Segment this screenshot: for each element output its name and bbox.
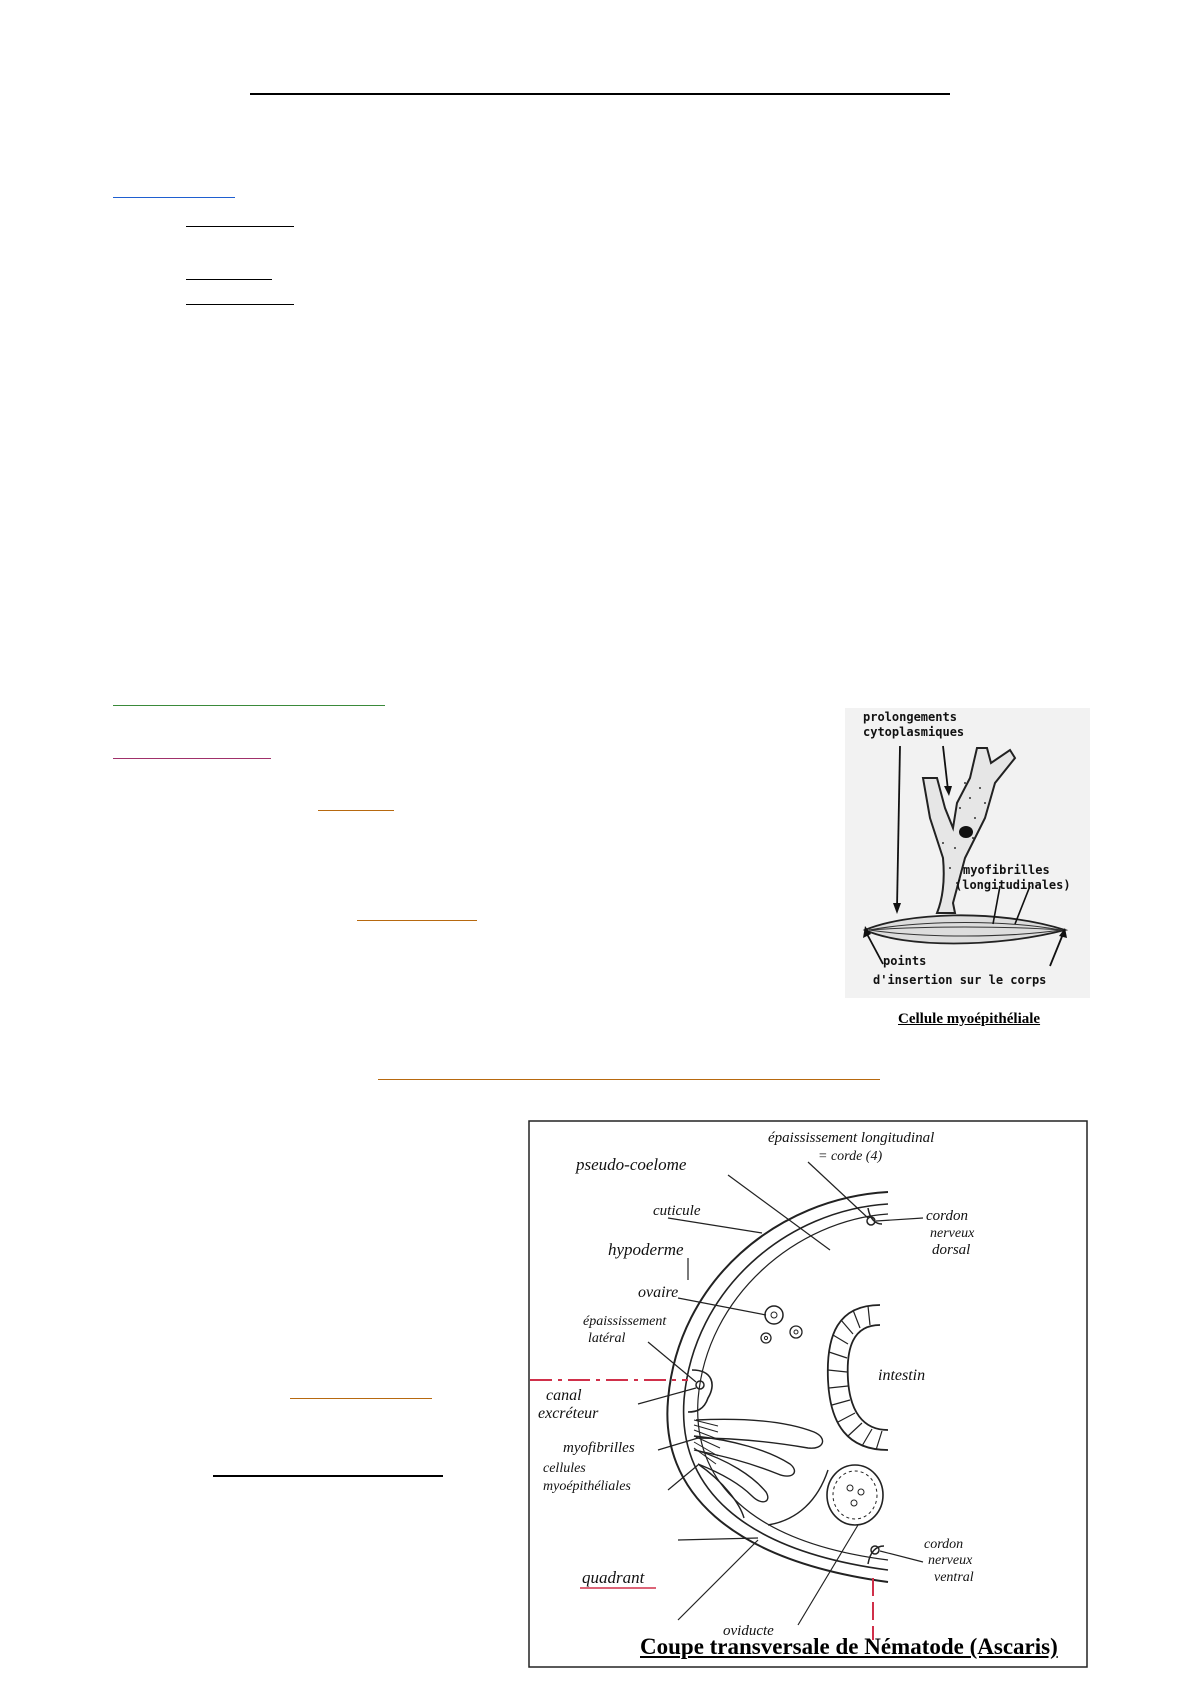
- nucleus: [959, 826, 973, 838]
- label-longitudinales: (longitudinales): [955, 878, 1071, 892]
- caption-nematode: Coupe transversale de Nématode (Ascaris): [640, 1634, 1058, 1659]
- label-cordon-ventral-1: cordon: [924, 1537, 963, 1552]
- label-cordon-dorsal-1: cordon: [926, 1208, 968, 1224]
- body-wall-middle: [682, 1203, 889, 1571]
- label-cordon-dorsal-2: nerveux: [930, 1226, 975, 1241]
- label-intestin: intestin: [878, 1367, 925, 1384]
- underline-2: [186, 279, 272, 280]
- label-canal-1: canal: [546, 1387, 582, 1404]
- caption-myoepithelial: Cellule myoépithéliale: [898, 1011, 1041, 1027]
- orange-underline-4: [290, 1398, 432, 1399]
- myoepithelial-cells: [693, 1418, 829, 1526]
- orange-underline-1: [318, 810, 394, 811]
- label-epaississement-lateral-1: épaississement: [583, 1314, 667, 1329]
- label-myofibrilles: myofibrilles: [963, 863, 1050, 877]
- label-points: points: [883, 954, 926, 968]
- body-wall-inner: [697, 1213, 889, 1561]
- underline-1: [186, 226, 294, 227]
- label-cellules-1: cellules: [543, 1461, 586, 1476]
- label-cellules-2: myoépithéliales: [543, 1479, 631, 1494]
- blue-underline: [113, 197, 235, 198]
- label-insertion: d'insertion sur le corps: [873, 973, 1046, 987]
- label-cytoplasmiques: cytoplasmiques: [863, 725, 964, 739]
- nematode-cross-section-figure: épaississement longitudinal = corde (4) …: [528, 1120, 1088, 1668]
- orange-underline-2: [357, 920, 477, 921]
- myoepithelial-cell-figure: prolongements cytoplasmiques myofibrille…: [845, 708, 1090, 998]
- label-quadrant: quadrant: [582, 1568, 646, 1587]
- rose-underline: [113, 758, 271, 759]
- label-corde: = corde (4): [818, 1149, 882, 1164]
- ventral-nerve-cord: [870, 1545, 880, 1555]
- label-epaississement-lateral-2: latéral: [588, 1331, 625, 1346]
- excretory-canal: [695, 1380, 705, 1390]
- oviduct: [826, 1464, 884, 1526]
- label-cordon-dorsal-3: dorsal: [932, 1242, 970, 1258]
- body-wall-outer: [666, 1191, 889, 1583]
- dorsal-nerve-cord: [866, 1216, 876, 1226]
- green-underline: [113, 705, 385, 706]
- label-oviducte: oviducte: [723, 1623, 774, 1639]
- title-underline: [250, 93, 950, 95]
- label-myofibrilles: myofibrilles: [563, 1440, 635, 1456]
- label-hypoderme: hypoderme: [608, 1240, 684, 1259]
- label-canal-2: excréteur: [538, 1405, 599, 1422]
- intestine: [826, 1304, 889, 1451]
- label-prolongements: prolongements: [863, 710, 957, 724]
- label-epaississement-longitudinal: épaississement longitudinal: [768, 1130, 934, 1146]
- label-cordon-ventral-2: nerveux: [928, 1553, 973, 1568]
- black-underline: [213, 1475, 443, 1477]
- label-pseudocoelome: pseudo-coelome: [575, 1155, 687, 1174]
- label-cordon-ventral-3: ventral: [934, 1570, 974, 1585]
- underline-3: [186, 304, 294, 305]
- orange-underline-3: [378, 1079, 880, 1080]
- label-cuticule: cuticule: [653, 1203, 701, 1219]
- label-ovaire: ovaire: [638, 1284, 678, 1301]
